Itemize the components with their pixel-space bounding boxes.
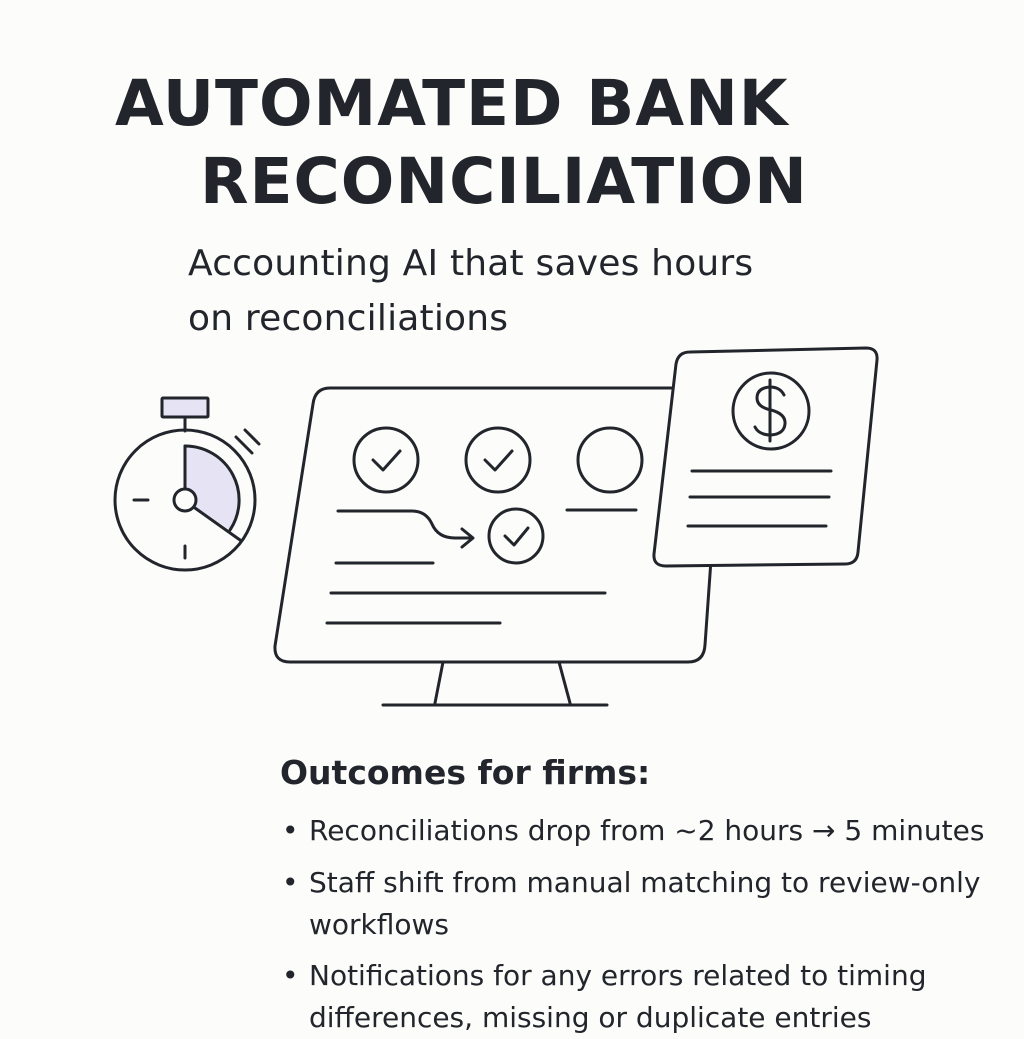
check-circle-icon <box>352 426 420 494</box>
check-circle-icon <box>464 426 532 494</box>
subtitle-line-1: Accounting AI that saves hours <box>188 243 754 284</box>
screen-text-lines <box>325 508 638 625</box>
title-line-2: RECONCILIATION <box>200 145 808 218</box>
dollar-icon <box>731 371 811 451</box>
outcome-list-item: • Notifications for any errors related t… <box>282 955 1012 1039</box>
outcome-list-item: • Reconciliations drop from ~2 hours → 5… <box>282 810 1012 852</box>
stopwatch-icon <box>113 396 261 572</box>
check-circle-icon <box>487 507 545 565</box>
bullet-icon: • <box>282 959 299 992</box>
empty-circle-icon <box>576 426 644 494</box>
outcome-text: Reconciliations drop from ~2 hours → 5 m… <box>309 814 985 847</box>
document-icon <box>652 346 879 568</box>
arrow-icon <box>336 509 475 549</box>
subtitle-line-2: on reconciliations <box>188 298 509 339</box>
outcomes-heading: Outcomes for firms: <box>280 753 651 792</box>
outcome-text: Notifications for any errors related to … <box>309 959 927 1034</box>
outcome-text: Staff shift from manual matching to revi… <box>309 866 981 941</box>
outcome-list-item: • Staff shift from manual matching to re… <box>282 862 1012 946</box>
title-line-1: AUTOMATED BANK <box>115 67 789 140</box>
bullet-icon: • <box>282 866 299 899</box>
reconciliation-illustration <box>113 346 879 707</box>
bullet-icon: • <box>282 814 299 847</box>
